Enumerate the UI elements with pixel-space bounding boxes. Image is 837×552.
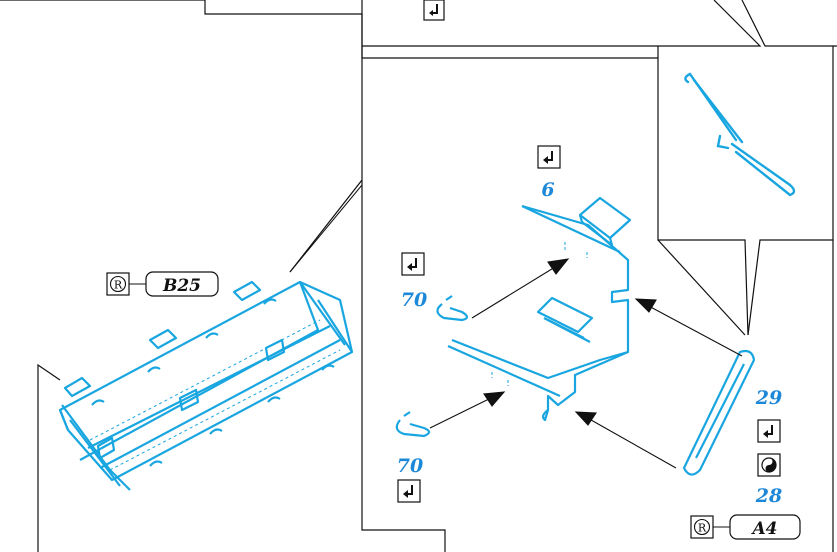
tray-badge-letter: R <box>114 279 123 292</box>
tray-part-callout: R B25 <box>106 271 219 297</box>
tray-part-number: B25 <box>162 276 201 296</box>
panel-middle-divider <box>361 180 446 552</box>
quantity-labels: 6 70 70 29 28 <box>397 179 782 507</box>
inset-rod <box>684 72 796 197</box>
return-arrow-icon <box>757 419 781 443</box>
assembly-arrows <box>429 258 743 469</box>
panel-top-strip <box>361 0 762 47</box>
leader-lines <box>289 184 363 273</box>
panel-left-border <box>0 0 363 273</box>
return-arrow-icon <box>397 479 421 503</box>
return-arrow-icon <box>537 145 561 169</box>
part-number-box <box>145 271 219 297</box>
yin-yang-icon <box>757 453 781 477</box>
handle-upper-qty-label: 70 <box>401 289 427 311</box>
panel-top-right <box>741 0 837 47</box>
rod-bottom-qty-label: 28 <box>755 485 782 507</box>
return-arrow-icon <box>401 252 425 276</box>
panel-inset-right-edge <box>747 46 834 336</box>
rod-part-number: A4 <box>750 519 777 539</box>
registered-circle-icon <box>109 275 127 293</box>
tray-hidden-lines <box>89 319 341 471</box>
registered-circle-icon <box>693 518 711 536</box>
rod-badge-letter: R <box>698 522 707 535</box>
return-arrow-icon <box>423 0 445 21</box>
return-arrow-icons <box>397 0 781 503</box>
panel-inset-right <box>361 46 749 336</box>
part-number-box <box>729 514 801 540</box>
bracket-qty-label: 6 <box>541 179 554 201</box>
tray-assembly <box>58 280 354 491</box>
panel-hidden-lines <box>491 242 588 386</box>
rod-part-callout: R A4 <box>690 514 801 540</box>
rod-top-qty-label: 29 <box>755 387 782 409</box>
panel-lower-left <box>37 363 61 552</box>
handle-lower-qty-label: 70 <box>397 455 423 477</box>
panel-assembly <box>395 196 756 476</box>
